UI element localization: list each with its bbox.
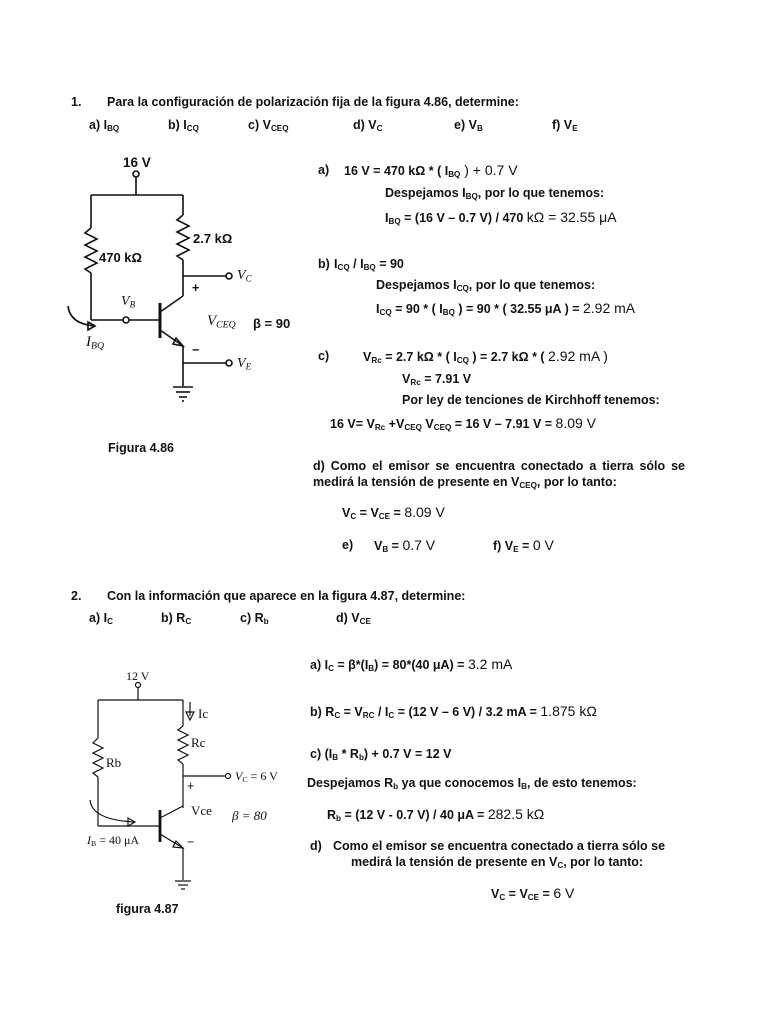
problem-2-number: 2. (71, 589, 82, 603)
circuit-2-vc-label: VC = 6 V (235, 769, 278, 784)
sol-1e-label: e) (342, 538, 354, 552)
sol-1d-text: d) Como el emisor se encuentra conectado… (313, 459, 685, 491)
sol-1c-line4: 16 V= VRc +VCEQ VCEQ = 16 V – 7.91 V = 8… (330, 415, 597, 433)
problem-1-statement: Para la configuración de polarización fi… (107, 95, 519, 109)
circuit-2-rc-label: Rc (191, 735, 206, 750)
circuit-1-vce-label: VCEQ (207, 313, 236, 331)
problem-1-number: 1. (71, 95, 82, 109)
option-2b: b) RC (161, 611, 192, 627)
circuit-1-ve-label: VE (237, 356, 252, 372)
problem-2-statement: Con la información que aparece en la fig… (107, 589, 466, 603)
circuit-1-vc-label: VC (237, 268, 252, 284)
sol-1a-line2: Despejamos IBQ, por lo que tenemos: (385, 186, 605, 202)
sol-2c-line3: Rb = (12 V - 0.7 V) / 40 μA = 282.5 kΩ (327, 806, 545, 824)
circuit-1-beta-label: β = 90 (253, 316, 291, 331)
option-e: e) VB (454, 118, 483, 134)
sol-1a-label: a) (318, 163, 330, 177)
circuit-2-rb-label: Rb (106, 755, 122, 770)
figure-4-86-caption: Figura 4.86 (108, 441, 174, 455)
sol-2a-eq: a) IC = β*(IB) = 80*(40 μA) = 3.2 mA (310, 656, 513, 674)
circuit-1-supply-label: 16 V (123, 155, 151, 170)
option-2c: c) Rb (240, 611, 269, 627)
sol-1b-line3: ICQ = 90 * ( IBQ ) = 90 * ( 32.55 μA ) =… (376, 300, 636, 318)
sol-1c-line3: Por ley de tenciones de Kirchhoff tenemo… (402, 393, 660, 407)
circuit-1-minus: − (192, 343, 200, 357)
figure-4-87-caption: figura 4.87 (116, 902, 179, 916)
sol-1c-line2: VRc = 7.91 V (402, 372, 472, 388)
sol-1b-eq: ICQ / IBQ = 90 (334, 257, 404, 273)
sol-2d-eq: VC = VCE = 6 V (491, 885, 575, 903)
sol-2b-eq: b) RC = VRC / IC = (12 V – 6 V) / 3.2 mA… (310, 703, 597, 721)
sol-1c-label: c) (318, 349, 330, 363)
circuit-2-ib-label: IB = 40 μA (87, 833, 140, 848)
circuit-1-rb-label: 470 kΩ (99, 250, 142, 265)
sol-1b-label: b) (318, 257, 330, 271)
sol-2c-eq: c) (IB * Rb) + 0.7 V = 12 V (310, 747, 452, 763)
circuit-1-vb-label: VB (121, 294, 136, 310)
sol-1d-eq: VC = VCE = 8.09 V (342, 504, 445, 522)
sol-1f-eq: f) VE = 0 V (493, 537, 554, 555)
circuit-1-ib-label: IBQ (86, 334, 104, 352)
circuit-2-supply-label: 12 V (126, 669, 150, 683)
circuit-2-beta-label: β = 80 (232, 808, 267, 823)
sol-2c-line2: Despejamos Rb ya que conocemos IB, de es… (307, 776, 637, 792)
option-a: a) IBQ (89, 118, 120, 134)
option-f: f) VE (552, 118, 578, 134)
circuit-2-minus: − (187, 835, 195, 849)
sol-2d-text: Como el emisor se encuentra conectado a … (333, 839, 666, 853)
option-c: c) VCEQ (248, 118, 289, 134)
sol-1c-eq: VRc = 2.7 kΩ * ( ICQ ) = 2.7 kΩ * ( 2.92… (363, 348, 608, 366)
sol-2d-text2: medirá la tensión de presente en VC, por… (351, 855, 644, 871)
circuit-2-plus: + (187, 779, 195, 793)
circuit-2-vce-label: Vce (191, 803, 212, 818)
circuit-1-plus: + (192, 281, 200, 295)
circuit-2-ic-label: Ic (198, 706, 209, 721)
sol-2d-label: d) (310, 839, 322, 853)
sol-1e-eq: VB = 0.7 V (374, 537, 436, 555)
sol-1a-eq: 16 V = 470 kΩ * ( IBQ ) + 0.7 V (344, 162, 518, 180)
option-2a: a) IC (89, 611, 113, 627)
option-2d: d) VCE (336, 611, 371, 627)
option-b: b) ICQ (168, 118, 199, 134)
sol-1b-line2: Despejamos ICQ, por lo que tenemos: (376, 278, 596, 294)
sol-1a-line3: IBQ = (16 V – 0.7 V) / 470 kΩ = 32.55 μA (385, 209, 617, 227)
option-d: d) VC (353, 118, 383, 134)
circuit-1-rc-label: 2.7 kΩ (193, 231, 233, 246)
